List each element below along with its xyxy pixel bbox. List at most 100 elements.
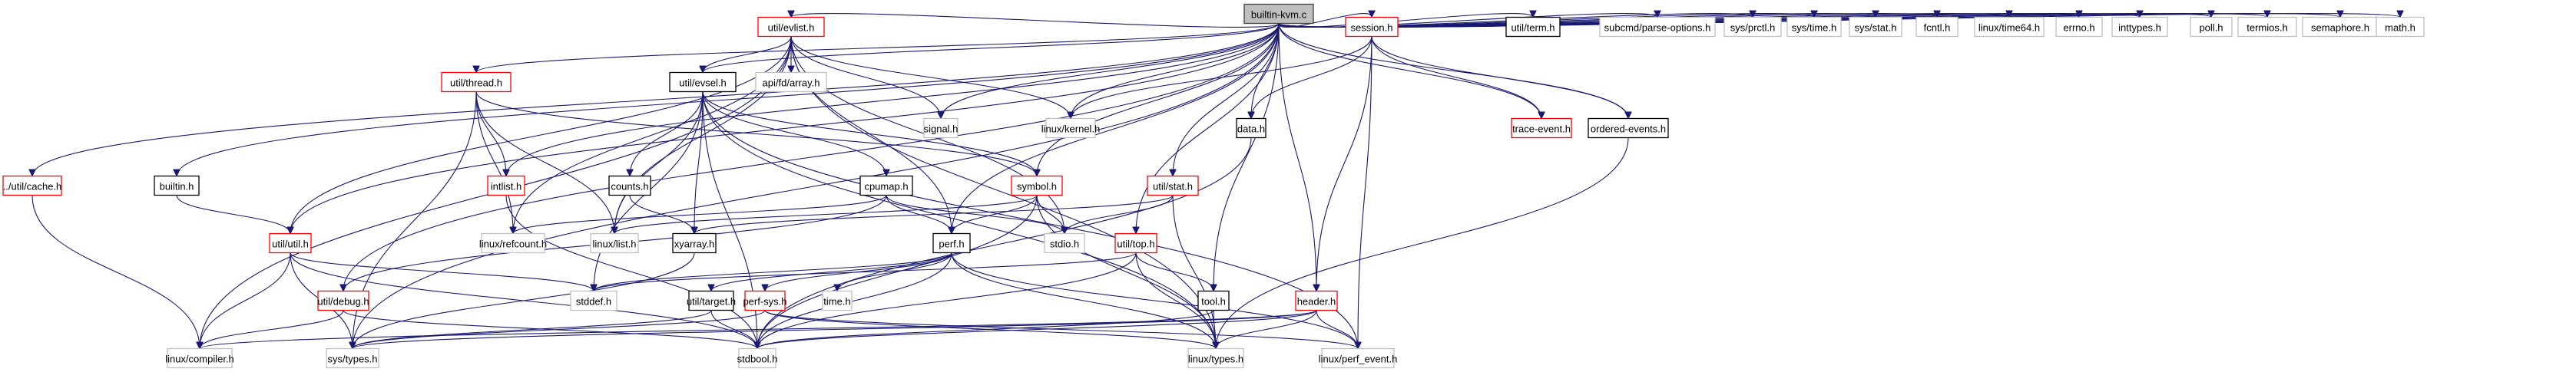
node-box bbox=[269, 232, 312, 254]
node-box bbox=[923, 117, 959, 139]
node-label: api/fd/array.h bbox=[763, 77, 820, 89]
node-label: subcmd/parse-options.h bbox=[1604, 22, 1711, 34]
node-box bbox=[1295, 290, 1338, 311]
node-label: linux/types.h bbox=[1188, 354, 1243, 365]
node-label: util/thread.h bbox=[450, 77, 502, 89]
include-edge-builtin-kvm-c-to-intlist-h bbox=[506, 23, 1280, 176]
node-label: sys/time.h bbox=[1792, 22, 1837, 34]
header-node-util-evsel-h[interactable]: util/evsel.h bbox=[669, 71, 737, 93]
header-node-util-stat-h[interactable]: util/stat.h bbox=[1147, 175, 1199, 196]
node-label: builtin-kvm.c bbox=[1251, 9, 1307, 21]
include-edge-symbol-h-to-stdbool-h bbox=[757, 195, 1038, 349]
header-node-header-h[interactable]: header.h bbox=[1295, 290, 1338, 311]
include-edge-util-thread-h-to-linux-list-h bbox=[475, 91, 614, 234]
include-edge-perf-h-to-stddef-h bbox=[594, 252, 952, 291]
node-box bbox=[1197, 290, 1230, 311]
include-edge-util-target-h-to-sys-types-h bbox=[353, 310, 712, 349]
node-box bbox=[688, 290, 734, 311]
include-edge-symbol-h-to-linux-types-h bbox=[1036, 195, 1216, 349]
node-box bbox=[1045, 117, 1096, 139]
header-node-sys-types-h: sys/types.h bbox=[326, 347, 379, 369]
node-box bbox=[1011, 175, 1063, 196]
header-node-ordered-events-h[interactable]: ordered-events.h bbox=[1588, 117, 1669, 139]
include-edge-util-top-h-to-tool-h bbox=[1135, 252, 1214, 291]
node-label: sys/prctl.h bbox=[1730, 22, 1776, 34]
node-box bbox=[1044, 232, 1085, 254]
header-node-stdbool-h: stdbool.h bbox=[737, 347, 777, 369]
node-label: time.h bbox=[823, 296, 850, 308]
node-label: sys/stat.h bbox=[1855, 22, 1897, 34]
node-label: linux/perf_event.h bbox=[1319, 354, 1398, 365]
include-edge-counts-h-to-xyarray-h bbox=[629, 195, 694, 234]
header-node-api-fd-array-h: api/fd/array.h bbox=[755, 71, 827, 93]
node-label: counts.h bbox=[611, 181, 648, 193]
header-node-stddef-h: stddef.h bbox=[570, 290, 618, 311]
include-edge-util-stat-h-to-stdio-h bbox=[1065, 195, 1174, 234]
node-label: math.h bbox=[2385, 22, 2415, 34]
header-node-perf-h[interactable]: perf.h bbox=[932, 232, 971, 254]
include-edge-header-h-to-sys-types-h bbox=[353, 310, 1317, 349]
header-node-xyarray-h[interactable]: xyarray.h bbox=[672, 232, 717, 254]
header-node-session-h[interactable]: session.h bbox=[1345, 16, 1399, 38]
include-edge-util-util-h-to-linux-compiler-h bbox=[200, 252, 291, 349]
include-edge-header-h-to-linux-perf-event-h bbox=[1316, 310, 1358, 349]
include-edge-util-evlist-h-to-signal-h bbox=[790, 36, 941, 119]
header-node-trace-event-h[interactable]: trace-event.h bbox=[1511, 117, 1572, 139]
node-box bbox=[822, 290, 853, 311]
header-node-subcmd-parse-options-h: subcmd/parse-options.h bbox=[1599, 16, 1716, 38]
header-node-counts-h[interactable]: counts.h bbox=[608, 175, 651, 196]
header-node-util-thread-h[interactable]: util/thread.h bbox=[441, 71, 512, 93]
include-edge-util-top-h-to-stdbool-h bbox=[757, 252, 1137, 349]
node-box bbox=[1236, 117, 1266, 139]
node-label: linux/refcount.h bbox=[479, 239, 547, 250]
header-node-data-h[interactable]: data.h bbox=[1236, 117, 1266, 139]
header-node-util-target-h[interactable]: util/target.h bbox=[687, 290, 736, 311]
node-label: inttypes.h bbox=[2118, 22, 2161, 34]
node-box bbox=[1915, 16, 1958, 38]
include-edge-builtin-kvm-c-to-util-debug-h bbox=[343, 23, 1280, 291]
node-box bbox=[755, 71, 827, 93]
header-node-tool-h[interactable]: tool.h bbox=[1197, 290, 1230, 311]
include-edge-session-h-to-header-h bbox=[1316, 36, 1372, 291]
node-box bbox=[2376, 16, 2425, 38]
header-node-util-top-h[interactable]: util/top.h bbox=[1114, 232, 1157, 254]
node-box bbox=[1505, 16, 1561, 38]
node-label: util/util.h bbox=[272, 239, 309, 250]
include-edge-util-cache-h-to-linux-compiler-h bbox=[31, 195, 200, 349]
header-node-poll-h: poll.h bbox=[2190, 16, 2233, 38]
header-node-builtin-h[interactable]: builtin.h bbox=[154, 175, 200, 196]
include-edge-util-thread-h-to-symbol-h bbox=[475, 91, 1037, 176]
node-box bbox=[1723, 16, 1782, 38]
node-label: xyarray.h bbox=[674, 239, 715, 250]
node-label: signal.h bbox=[924, 123, 959, 135]
header-node-intlist-h[interactable]: intlist.h bbox=[487, 175, 525, 196]
node-box bbox=[608, 175, 651, 196]
include-edge-builtin-kvm-c-to-ordered-events-h bbox=[1278, 23, 1628, 119]
node-label: intlist.h bbox=[491, 181, 521, 193]
node-label: symbol.h bbox=[1017, 181, 1057, 193]
root-file-node-builtin-kvm-c[interactable]: builtin-kvm.c bbox=[1243, 3, 1314, 25]
node-label: perf-sys.h bbox=[743, 296, 786, 308]
include-edge-xyarray-h-to-sys-types-h bbox=[353, 252, 695, 349]
include-edge-perf-sys-h-to-linux-perf-event-h bbox=[764, 310, 1358, 349]
node-label: linux/time64.h bbox=[1978, 22, 2040, 34]
node-label: trace-event.h bbox=[1512, 123, 1571, 135]
header-node-util-cache-h[interactable]: ../util/cache.h bbox=[2, 175, 62, 196]
header-node-perf-sys-h[interactable]: perf-sys.h bbox=[743, 290, 787, 311]
node-box bbox=[1187, 347, 1244, 369]
include-edge-builtin-kvm-c-to-trace-event-h bbox=[1278, 23, 1541, 119]
node-label: errno.h bbox=[2063, 22, 2094, 34]
include-edge-cpumap-h-to-stdio-h bbox=[886, 195, 1065, 234]
include-edge-builtin-kvm-c-to-symbol-h bbox=[1037, 23, 1280, 176]
header-node-symbol-h[interactable]: symbol.h bbox=[1011, 175, 1063, 196]
node-box bbox=[570, 290, 618, 311]
header-node-util-term-h[interactable]: util/term.h bbox=[1505, 16, 1561, 38]
header-node-util-evlist-h[interactable]: util/evlist.h bbox=[757, 16, 825, 38]
nodes-layer: builtin-kvm.c util/evlist.h session.h util/… bbox=[2, 3, 2425, 369]
node-box bbox=[932, 232, 971, 254]
header-node-util-util-h[interactable]: util/util.h bbox=[269, 232, 312, 254]
include-edge-util-top-h-to-linux-types-h bbox=[1135, 252, 1216, 349]
header-node-cpumap-h[interactable]: cpumap.h bbox=[859, 175, 913, 196]
header-node-inttypes-h: inttypes.h bbox=[2111, 16, 2168, 38]
header-node-util-debug-h[interactable]: util/debug.h bbox=[317, 290, 369, 311]
